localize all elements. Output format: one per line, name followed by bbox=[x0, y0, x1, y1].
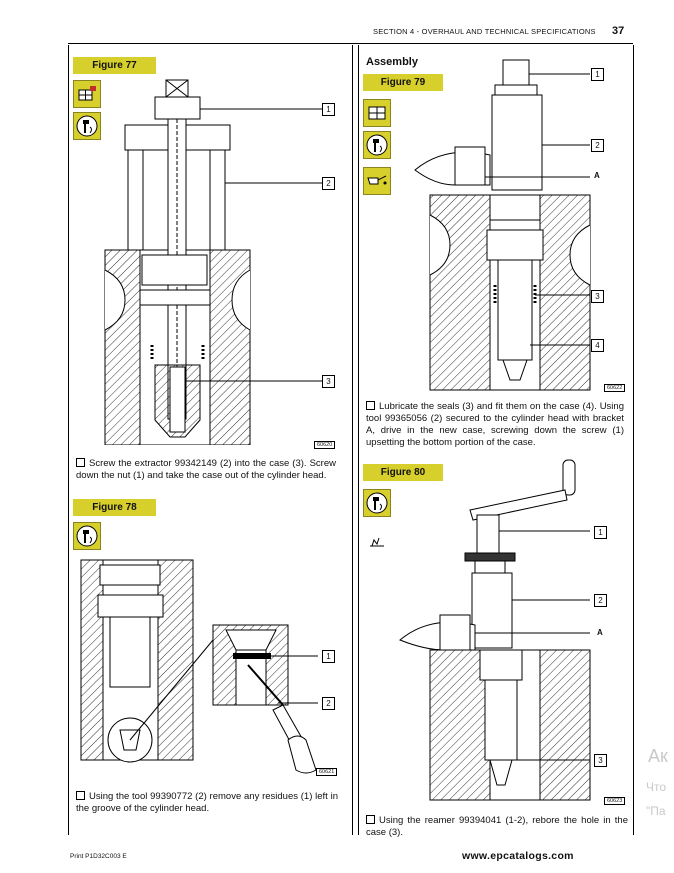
section-title: SECTION 4 - OVERHAUL AND TECHNICAL SPECI… bbox=[373, 27, 596, 36]
figure-77-caption: Screw the extractor 99342149 (2) into th… bbox=[76, 458, 336, 482]
right-margin-rule bbox=[633, 45, 634, 835]
figure-77-caption-text: Screw the extractor 99342149 (2) into th… bbox=[76, 458, 336, 481]
reaming-icon bbox=[368, 535, 386, 547]
figure-79-code: 60622 bbox=[604, 384, 626, 392]
special-tool-icon bbox=[73, 522, 101, 550]
figure-79-caption: Lubricate the seals (3) and fit them on … bbox=[366, 401, 624, 449]
checkbox-bullet bbox=[76, 458, 85, 467]
center-column-rule bbox=[352, 45, 353, 835]
figure-79-caption-text: Lubricate the seals (3) and fit them on … bbox=[366, 401, 624, 448]
figure-77-drawing bbox=[104, 79, 322, 445]
assembly-icon bbox=[363, 99, 391, 127]
disassembly-icon bbox=[73, 80, 101, 108]
figure-78-callout-2: 2 bbox=[322, 697, 335, 710]
assembly-heading: Assembly bbox=[366, 56, 418, 68]
watermark-text-1: Ак bbox=[648, 746, 668, 766]
watermark-text-3: "Па bbox=[646, 804, 666, 818]
center-column-rule-2 bbox=[358, 45, 359, 835]
figure-77-callout-2: 2 bbox=[322, 177, 335, 190]
figure-80-bracket-letter: A bbox=[597, 628, 603, 637]
figure-80-drawing bbox=[399, 459, 591, 801]
figure-80-code: 60623 bbox=[604, 797, 626, 805]
figure-79-callout-3: 3 bbox=[591, 290, 604, 303]
checkbox-bullet bbox=[366, 401, 375, 410]
figure-80-callout-1: 1 bbox=[594, 526, 607, 539]
figure-79-bracket-letter: A bbox=[594, 171, 600, 180]
figure-80-caption-text: Using the reamer 99394041 (1-2), rebore … bbox=[366, 815, 628, 838]
figure-80-caption: Using the reamer 99394041 (1-2), rebore … bbox=[366, 815, 628, 839]
left-margin-rule bbox=[68, 45, 69, 835]
watermark-text-2: Что bbox=[646, 780, 667, 794]
print-code: Print P1D32C003 E bbox=[70, 853, 127, 860]
special-tool-icon bbox=[363, 489, 391, 517]
special-tool-icon bbox=[363, 131, 391, 159]
figure-80-callout-2: 2 bbox=[594, 594, 607, 607]
figure-77-label: Figure 77 bbox=[73, 57, 156, 74]
figure-79-callout-1: 1 bbox=[591, 68, 604, 81]
figure-78-label: Figure 78 bbox=[73, 499, 156, 516]
figure-78-caption-text: Using the tool 99390772 (2) remove any r… bbox=[76, 791, 338, 814]
oil-can-icon bbox=[363, 167, 391, 195]
figure-79-callout-4: 4 bbox=[591, 339, 604, 352]
figure-79-label: Figure 79 bbox=[363, 74, 443, 91]
figure-78-drawing bbox=[80, 559, 318, 774]
page-number: 37 bbox=[612, 25, 625, 37]
checkbox-bullet bbox=[76, 791, 85, 800]
header-rule bbox=[68, 43, 633, 44]
watermark-url[interactable]: www.epcatalogs.com bbox=[462, 850, 574, 862]
figure-79-callout-2: 2 bbox=[591, 139, 604, 152]
special-tool-icon bbox=[73, 112, 101, 140]
figure-80-callout-3: 3 bbox=[594, 754, 607, 767]
figure-77-callout-3: 3 bbox=[322, 375, 335, 388]
figure-77-code: 60620 bbox=[314, 441, 336, 449]
figure-78-caption: Using the tool 99390772 (2) remove any r… bbox=[76, 791, 338, 815]
figure-79-drawing bbox=[414, 59, 591, 391]
checkbox-bullet bbox=[366, 815, 375, 824]
figure-78-code: 60621 bbox=[316, 768, 338, 776]
figure-77-callout-1: 1 bbox=[322, 103, 335, 116]
figure-80-label: Figure 80 bbox=[363, 464, 443, 481]
figure-78-callout-1: 1 bbox=[322, 650, 335, 663]
